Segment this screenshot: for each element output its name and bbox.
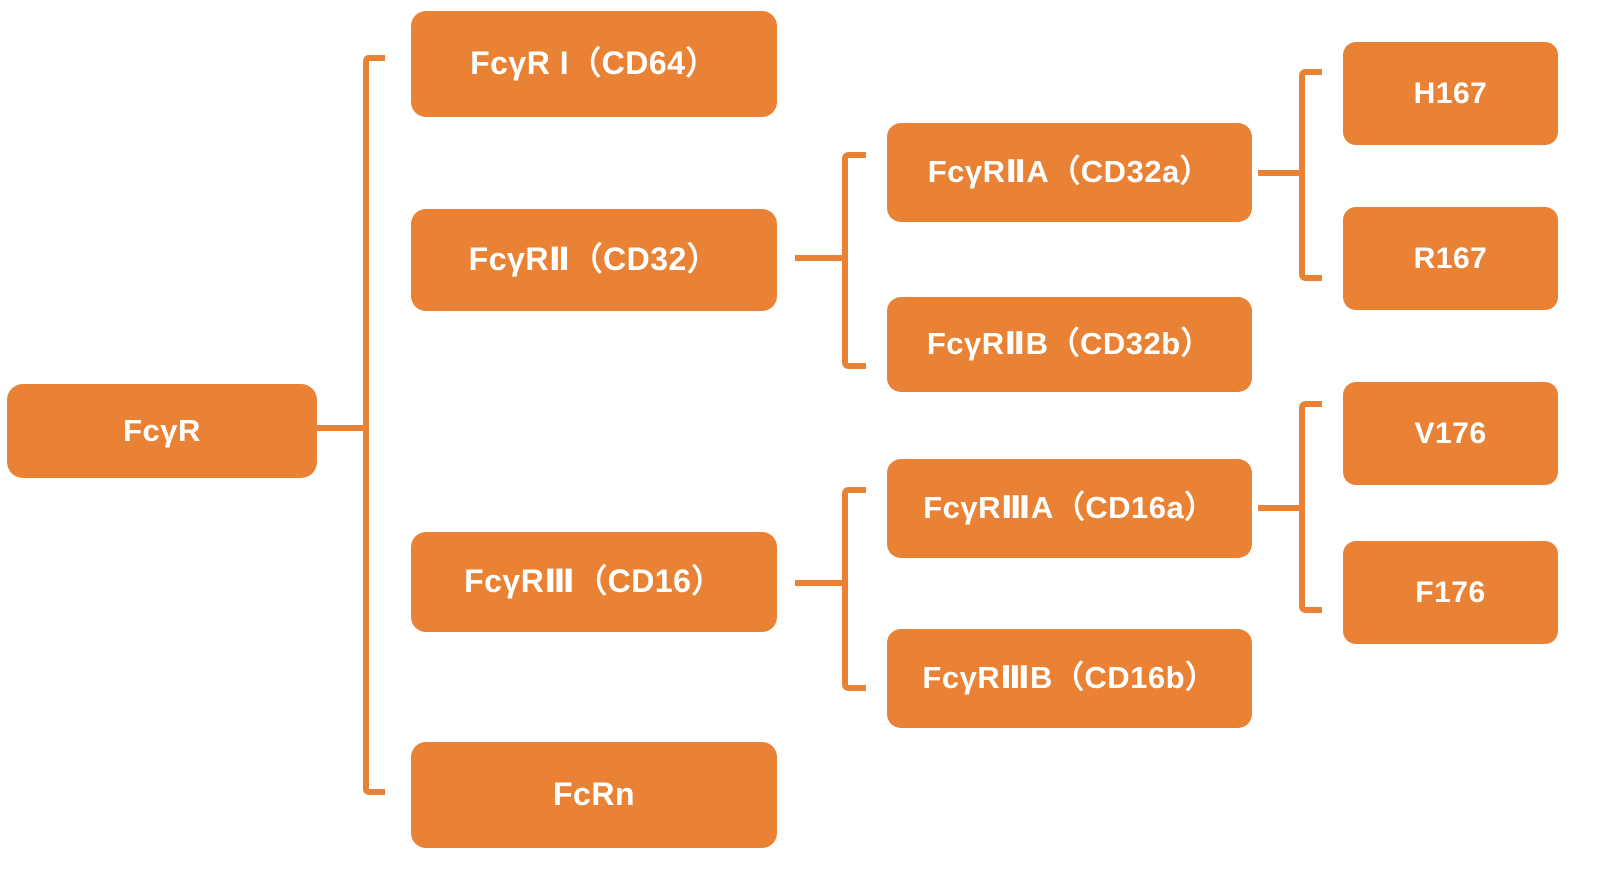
- node-fcgr2b[interactable]: FcγRⅡB（CD32b）: [887, 297, 1252, 392]
- node-h167[interactable]: H167: [1343, 42, 1558, 145]
- bracket-fcgr2-to-children: [795, 152, 866, 369]
- node-fcgr-root[interactable]: FcγR: [7, 384, 317, 478]
- bracket-fcgr2a-to-alleles: [1258, 69, 1322, 281]
- bracket-fcgr3a-to-alleles: [1258, 401, 1322, 613]
- node-fcgr1[interactable]: FcγR I（CD64）: [411, 11, 777, 117]
- node-v176[interactable]: V176: [1343, 382, 1558, 485]
- node-fcgr2[interactable]: FcγRⅡ（CD32）: [411, 209, 777, 311]
- node-fcgr3b[interactable]: FcγRⅢB（CD16b）: [887, 629, 1252, 728]
- bracket-root-to-level2: [317, 55, 385, 795]
- node-fcgr2a[interactable]: FcγRⅡA（CD32a）: [887, 123, 1252, 222]
- node-fcrn[interactable]: FcRn: [411, 742, 777, 848]
- node-fcgr3[interactable]: FcγRⅢ（CD16）: [411, 532, 777, 632]
- node-f176[interactable]: F176: [1343, 541, 1558, 644]
- node-fcgr3a[interactable]: FcγRⅢA（CD16a）: [887, 459, 1252, 558]
- node-r167[interactable]: R167: [1343, 207, 1558, 310]
- bracket-fcgr3-to-children: [795, 487, 866, 691]
